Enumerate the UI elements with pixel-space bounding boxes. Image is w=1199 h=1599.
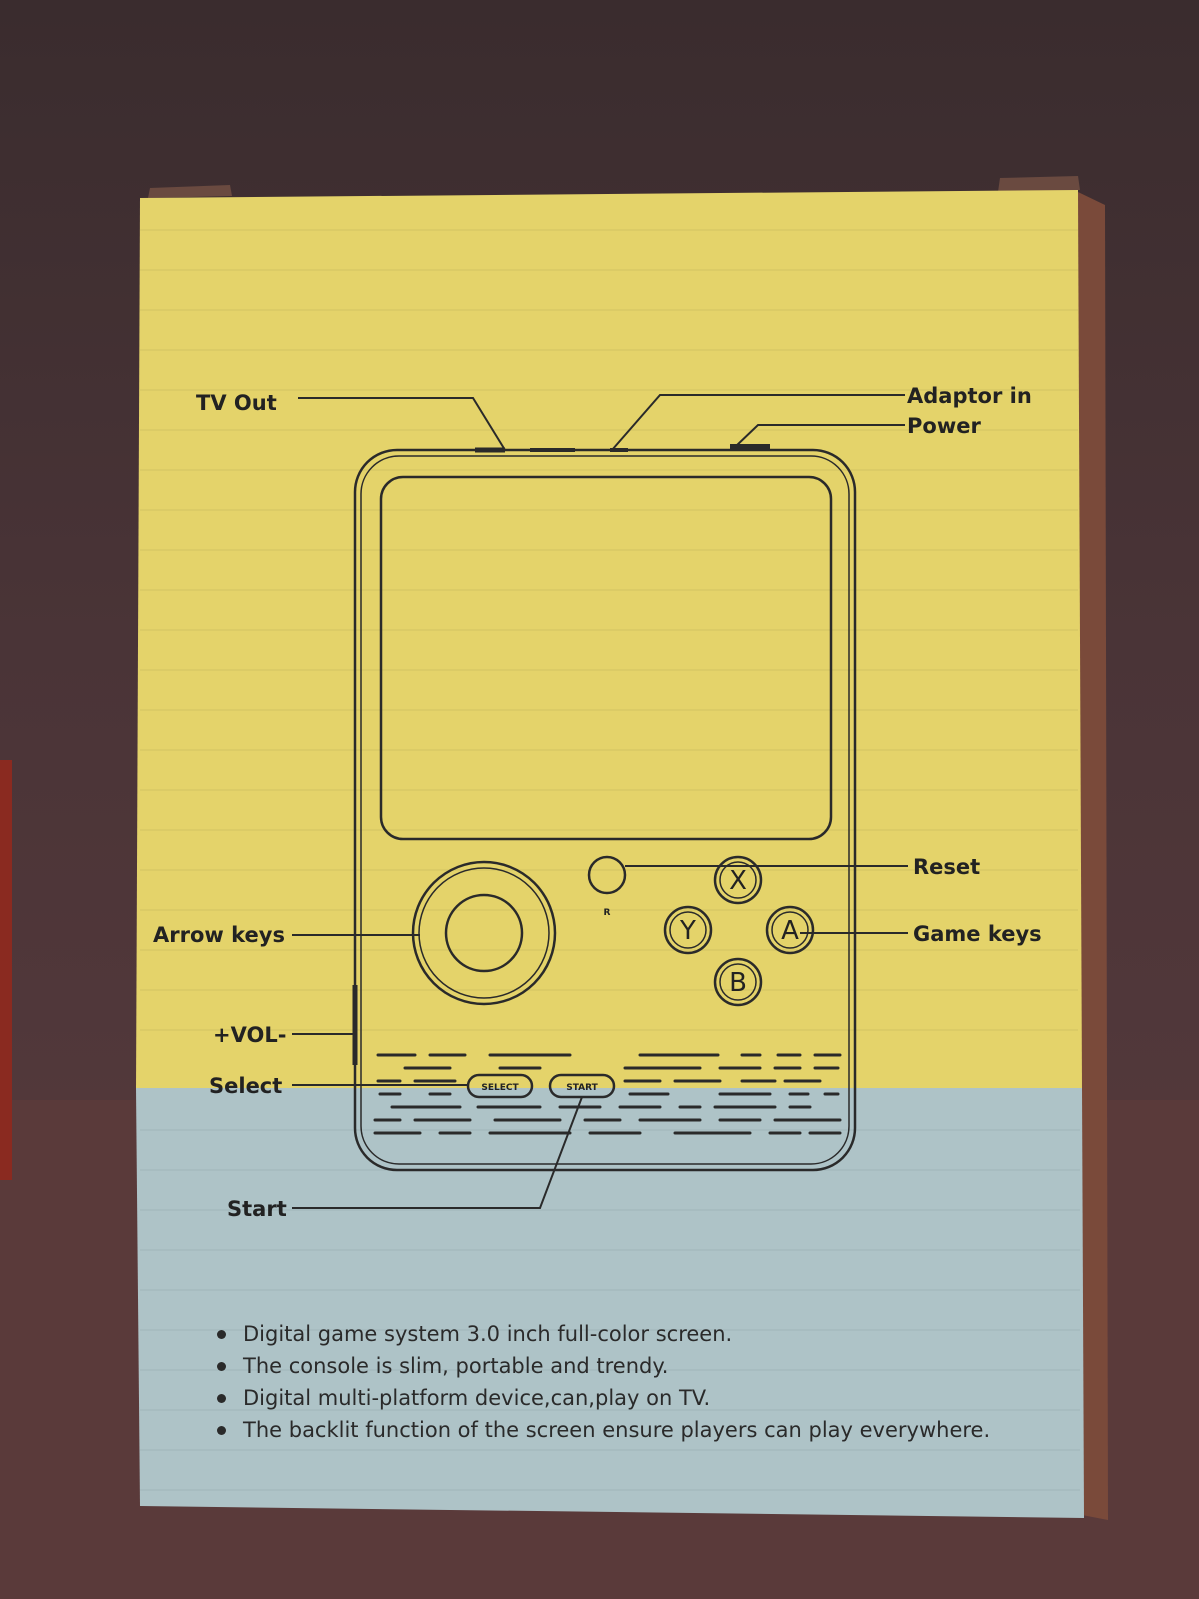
vol-label: +VOL-	[213, 1023, 286, 1047]
button-y-label: Y	[679, 916, 696, 946]
adaptor-in-leader	[611, 394, 905, 451]
tv-out-label: TV Out	[196, 391, 277, 415]
arrow-keys-pad-inner-ring	[418, 867, 550, 999]
tv-out-leader	[298, 397, 506, 451]
console-body	[353, 448, 857, 1172]
box-front-yellow	[136, 190, 1082, 1090]
box-top-flap-right	[998, 176, 1080, 192]
speaker-grille	[373, 1053, 842, 1135]
feature-item: The backlit function of the screen ensur…	[215, 1414, 990, 1446]
button-b-label: B	[729, 968, 747, 998]
start-label: Start	[227, 1197, 287, 1221]
console-body-inner	[360, 455, 850, 1165]
arrow-keys-pad	[411, 860, 557, 1006]
adaptor-in-label: Adaptor in	[907, 384, 1032, 408]
game-keys-label: Game keys	[913, 922, 1042, 946]
button-y	[663, 905, 713, 955]
select-button-label: SELECT	[481, 1083, 519, 1093]
console-diagram	[352, 444, 857, 1172]
button-x-label: X	[729, 866, 747, 896]
reset-button	[587, 855, 627, 895]
feature-item: Digital game system 3.0 inch full-color …	[215, 1318, 990, 1350]
box-side-edge	[1078, 192, 1108, 1520]
side-object	[0, 760, 12, 1180]
box-front-blue	[136, 1088, 1084, 1518]
callout-lines	[292, 394, 908, 1209]
reset-label: Reset	[913, 855, 980, 879]
button-a	[765, 905, 815, 955]
box-top-flap-left	[148, 185, 232, 198]
arrow-keys-center	[444, 893, 524, 973]
button-b	[713, 957, 763, 1007]
start-leader	[292, 1096, 583, 1209]
feature-item: The console is slim, portable and trendy…	[215, 1350, 990, 1382]
start-button-label: START	[566, 1083, 598, 1093]
power-label: Power	[907, 414, 981, 438]
button-x	[713, 855, 763, 905]
button-a-label: A	[781, 916, 799, 946]
arrow-keys-label: Arrow keys	[153, 923, 285, 947]
power-leader	[734, 424, 905, 448]
feature-list: Digital game system 3.0 inch full-color …	[215, 1318, 990, 1446]
console-screen	[379, 475, 833, 841]
feature-item: Digital multi-platform device,can,play o…	[215, 1382, 990, 1414]
reset-button-label: R	[604, 908, 611, 918]
select-label: Select	[209, 1074, 282, 1098]
